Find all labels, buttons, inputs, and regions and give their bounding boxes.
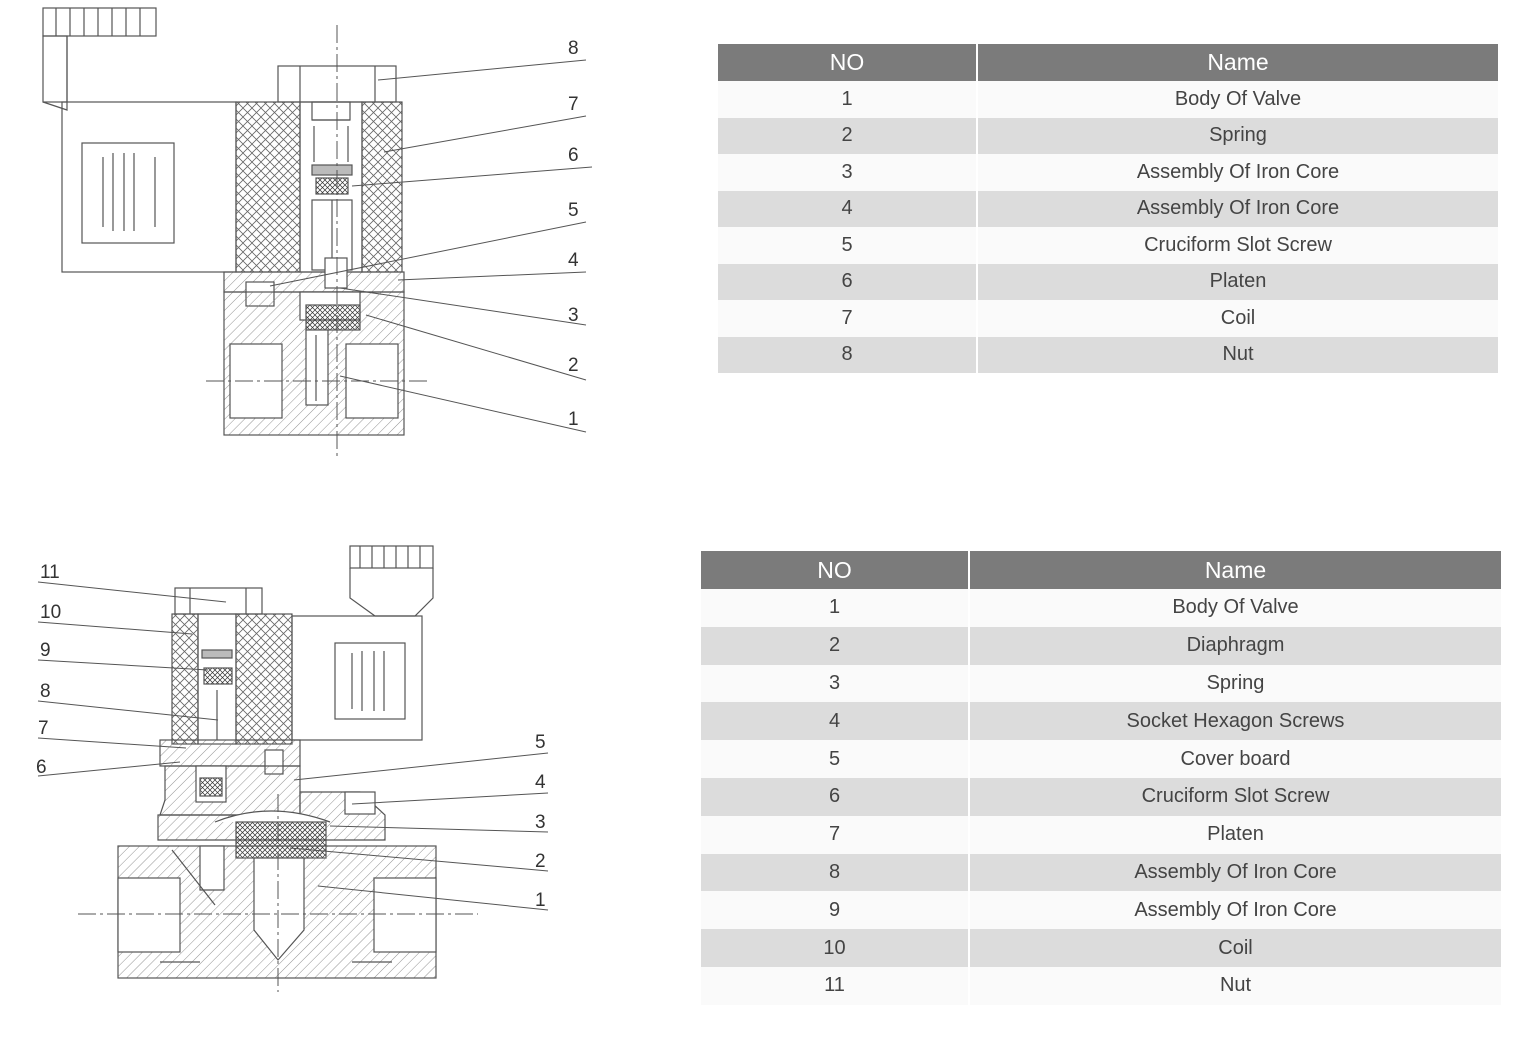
part-number: 8 <box>718 336 978 373</box>
callout-9: 9 <box>40 640 51 661</box>
callout-11: 11 <box>40 562 60 583</box>
part-number: 5 <box>701 740 970 778</box>
part-name: Platen <box>969 815 1501 854</box>
callouts-1: 8 7 6 5 4 3 2 1 <box>568 38 579 430</box>
valve-drawing-2 <box>78 545 478 992</box>
callout-1: 1 <box>535 890 546 911</box>
column-header-name: Name <box>969 551 1501 589</box>
callout-10: 10 <box>40 602 61 623</box>
part-number: 11 <box>701 966 970 1005</box>
part-name: Cruciform Slot Screw <box>977 227 1498 264</box>
callout-3: 3 <box>535 812 546 833</box>
column-header-no: NO <box>718 44 978 81</box>
part-name: Socket Hexagon Screws <box>969 702 1501 741</box>
callout-4: 4 <box>568 250 579 271</box>
part-number: 2 <box>701 626 970 665</box>
part-name: Platen <box>977 263 1498 300</box>
part-number: 4 <box>701 702 970 741</box>
part-name: Spring <box>977 117 1498 154</box>
part-number: 1 <box>718 81 978 118</box>
part-name: Spring <box>969 664 1501 703</box>
table-header-row: NO Name <box>718 44 1498 81</box>
part-number: 7 <box>701 815 970 854</box>
part-name: Cruciform Slot Screw <box>969 777 1501 816</box>
callout-7: 7 <box>568 94 579 115</box>
callout-7: 7 <box>38 718 49 739</box>
callout-3: 3 <box>568 305 579 326</box>
part-name: Assembly Of Iron Core <box>969 891 1501 930</box>
valve-diagram-pilot-operated: 11 10 9 8 7 6 5 4 3 2 1 <box>36 545 549 992</box>
part-number: 6 <box>701 777 970 816</box>
part-number: 4 <box>718 190 978 227</box>
callouts-2: 11 10 9 8 7 6 5 4 3 2 1 <box>36 562 546 911</box>
part-name: Body Of Valve <box>977 81 1498 118</box>
part-number: 7 <box>718 300 978 337</box>
part-number: 1 <box>701 589 970 627</box>
callout-8: 8 <box>40 681 51 702</box>
callout-6: 6 <box>568 145 579 166</box>
callout-5: 5 <box>568 200 579 221</box>
part-name: Diaphragm <box>969 626 1501 665</box>
part-number: 10 <box>701 929 970 967</box>
part-number: 9 <box>701 891 970 930</box>
part-number: 2 <box>718 117 978 154</box>
part-name: Body Of Valve <box>969 589 1501 627</box>
column-header-no: NO <box>701 551 970 589</box>
part-name: Coil <box>977 300 1498 337</box>
part-number: 3 <box>718 154 978 191</box>
table-header-row: NO Name <box>701 551 1501 589</box>
callout-1: 1 <box>568 409 579 430</box>
callout-8: 8 <box>568 38 579 59</box>
part-name: Assembly Of Iron Core <box>977 154 1498 191</box>
callout-2: 2 <box>535 851 546 872</box>
part-name: Assembly Of Iron Core <box>969 853 1501 892</box>
callout-4: 4 <box>535 772 546 793</box>
part-name: Cover board <box>969 740 1501 778</box>
part-name: Coil <box>969 929 1501 967</box>
part-number: 8 <box>701 853 970 892</box>
valve-diagram-direct-acting: 8 7 6 5 4 3 2 1 <box>42 7 593 460</box>
valve-drawing-1 <box>42 7 430 460</box>
part-number: 6 <box>718 263 978 300</box>
callout-2: 2 <box>568 355 579 376</box>
part-number: 3 <box>701 664 970 703</box>
leader-lines-2 <box>37 581 549 911</box>
part-name: Nut <box>969 966 1501 1005</box>
part-name: Assembly Of Iron Core <box>977 190 1498 227</box>
leader-lines-1 <box>269 59 593 433</box>
part-number: 5 <box>718 227 978 264</box>
callout-6: 6 <box>36 757 47 778</box>
part-name: Nut <box>977 336 1498 373</box>
column-header-name: Name <box>977 44 1498 81</box>
callout-5: 5 <box>535 732 546 753</box>
